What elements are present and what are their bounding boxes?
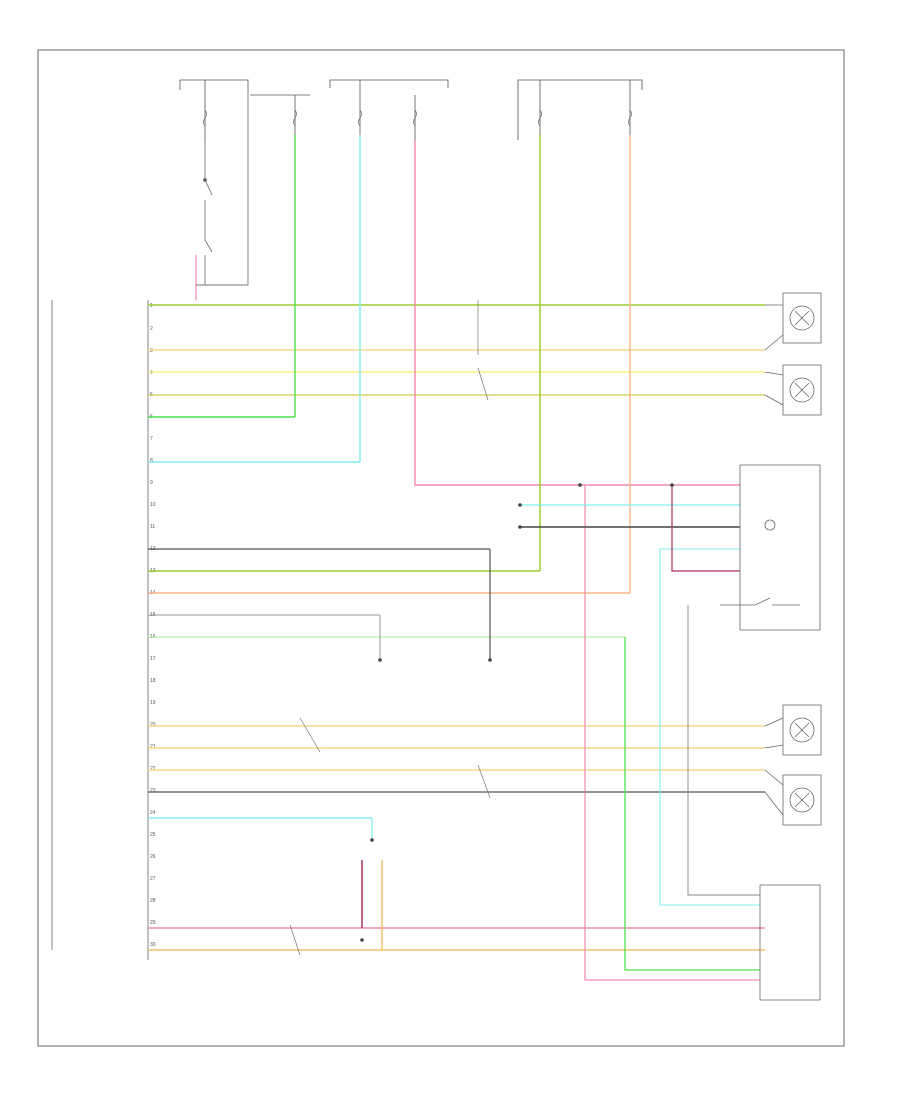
svg-text:23: 23 [150,788,156,794]
svg-text:4: 4 [150,370,153,376]
svg-text:29: 29 [150,920,156,926]
lr-sensor [764,704,822,756]
abs-module [51,300,149,960]
wire-pink-right [584,485,760,981]
rf-sensor [764,364,822,416]
splice-markers [360,483,674,942]
svg-text:21: 21 [150,744,156,750]
instrument-cluster [759,884,821,1001]
svg-text:20: 20 [150,722,156,728]
svg-text:1: 1 [150,303,153,309]
traction-control-switch [720,464,821,631]
brake-switch [203,140,213,285]
svg-text:30: 30 [150,942,156,948]
fuse-box-left [179,79,310,140]
fuse-box-right [517,79,643,140]
twisted-pair-markers [289,300,491,956]
svg-text:18: 18 [150,678,156,684]
svg-text:17: 17 [150,656,156,662]
svg-text:24: 24 [150,810,156,816]
wire-gray-right [687,605,760,896]
svg-text:11: 11 [150,524,155,530]
svg-text:9: 9 [150,480,153,486]
svg-text:2: 2 [150,326,153,332]
wire-green-right [624,637,760,971]
rr-sensor [764,769,822,826]
wire-violet-down [671,485,740,572]
abs-module-pins: 1 2 3 4 5 6 7 8 9 10 11 12 13 14 15 16 1… [150,303,156,948]
svg-text:22: 22 [150,766,156,772]
wire-brake-gray [196,90,249,286]
svg-text:28: 28 [150,898,156,904]
fuse-box-center [329,79,449,140]
svg-text:10: 10 [150,502,156,508]
diagram-frame [37,49,845,1047]
svg-text:7: 7 [150,436,153,442]
svg-text:3: 3 [150,348,153,354]
svg-text:25: 25 [150,832,156,838]
svg-text:8: 8 [150,458,153,464]
wire-cyan-down [659,548,760,906]
wire-feed-pink [414,140,740,486]
svg-text:27: 27 [150,876,156,882]
fuse-symbols [203,109,632,127]
lf-sensor [764,292,822,351]
svg-text:19: 19 [150,700,156,706]
svg-text:26: 26 [150,854,156,860]
